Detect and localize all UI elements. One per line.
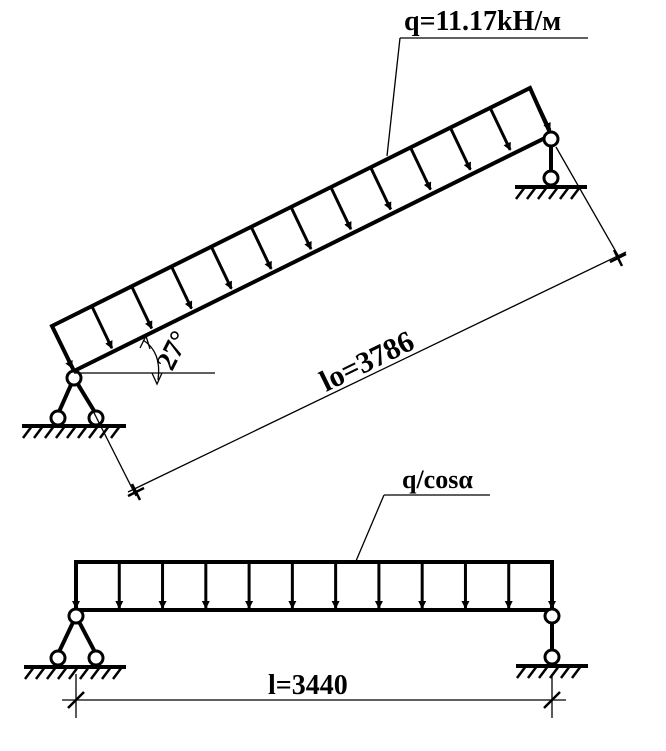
hatch-line (537, 186, 548, 200)
hatch-line (55, 425, 66, 439)
inclined-dimension (78, 146, 627, 501)
hatch-line (22, 425, 33, 439)
hatch-line (33, 425, 44, 439)
hatch-line (35, 666, 46, 680)
hatch-line (571, 665, 582, 679)
load-arrow (249, 226, 273, 270)
load-arrow (170, 265, 193, 310)
load-arrow (209, 246, 233, 290)
horizontal-right-roller-support (516, 607, 588, 679)
load-arrow (90, 305, 114, 350)
hatch-line (44, 425, 55, 439)
load-arrow (50, 325, 74, 369)
hatch-line (548, 186, 559, 200)
hatch-line (110, 425, 121, 439)
hatch-line (90, 666, 101, 680)
load-arrow (448, 127, 472, 171)
hatch-line (570, 186, 581, 200)
ground-hatch (515, 186, 581, 200)
hatch-line (77, 425, 88, 439)
hatch-line (526, 186, 537, 200)
angle-indicator (74, 334, 215, 386)
load-arrow (329, 186, 353, 231)
load-arrow (369, 166, 393, 211)
hatch-line (538, 665, 549, 679)
hatch-line (99, 425, 110, 439)
inclined-load-label: q=11.17kH/м (404, 6, 561, 37)
horizontal-length-label: l=3440 (268, 670, 348, 701)
ground-hatch (24, 666, 123, 680)
hatch-line (88, 425, 99, 439)
hatch-line (68, 666, 79, 680)
load-arrow (409, 146, 432, 191)
hatch-line (24, 666, 35, 680)
horizontal-dimension (62, 674, 566, 718)
hatch-line (57, 666, 68, 680)
load-arrow (488, 107, 512, 151)
hatch-line (527, 665, 538, 679)
load-arrow (289, 206, 313, 250)
hatch-line (515, 186, 526, 200)
horizontal-left-pin-support (24, 607, 126, 680)
hatch-line (516, 665, 527, 679)
load-arrow (528, 87, 552, 131)
inclined-left-pin-support (22, 369, 126, 439)
horizontal-load-leader (355, 494, 490, 562)
horizontal-load-area (74, 560, 554, 612)
inclined-beam-group: 27° q=11.17kH/м lo=3786 (22, 6, 627, 501)
horizontal-load-arrows (72, 562, 556, 609)
hatch-line (112, 666, 123, 680)
load-arrow (130, 285, 154, 330)
inclined-load-leader (386, 37, 588, 157)
hatch-line (79, 666, 90, 680)
hatch-line (46, 666, 57, 680)
inclined-length-label: lo=3786 (315, 325, 420, 399)
ground-hatch (22, 425, 121, 439)
horizontal-load-label: q/cosα (402, 465, 473, 494)
inclined-load-arrows (50, 87, 552, 369)
hatch-line (101, 666, 112, 680)
angle-label: 27° (151, 326, 196, 375)
inclined-right-roller-support (515, 130, 587, 200)
hatch-line (559, 186, 570, 200)
horizontal-beam-group: q/cosα l=3440 (24, 465, 588, 718)
hatch-line (66, 425, 77, 439)
hatch-line (560, 665, 571, 679)
